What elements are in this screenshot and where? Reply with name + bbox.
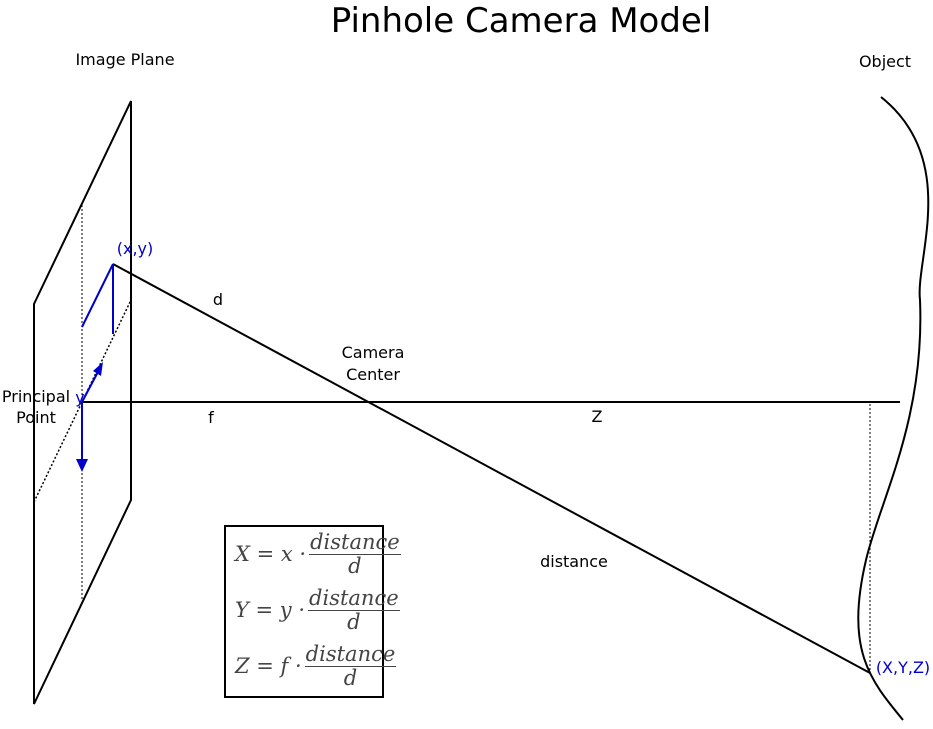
- formula-z-numerator: distance: [304, 642, 397, 667]
- principal-point-label-line1: Principal: [2, 387, 70, 406]
- image-plane: [33, 100, 132, 705]
- image-point-label: (x,y): [117, 239, 154, 258]
- formula-x-denominator: d: [348, 554, 362, 578]
- world-point-label: (X,Y,Z): [876, 658, 930, 677]
- diagram-title: Pinhole Camera Model: [331, 1, 712, 41]
- formula-y-lhs: Y = y ·: [235, 598, 306, 622]
- image-point-diagonal: [81, 263, 114, 328]
- formula-x-fraction: distance d: [309, 531, 401, 577]
- formula-box: X = x · distance d Y = y · distance d Z …: [224, 525, 401, 698]
- y-axis-arrowhead: [76, 459, 88, 472]
- image-plane-label: Image Plane: [75, 50, 174, 69]
- object-label: Object: [859, 52, 911, 71]
- formula-z-fraction: distance d: [304, 642, 397, 690]
- formula-x-numerator: distance: [309, 530, 401, 555]
- distance-label: distance: [540, 552, 608, 571]
- formula-x-lhs: X = x ·: [235, 542, 307, 566]
- z-label: Z: [592, 407, 603, 426]
- y-axis-label: y: [75, 388, 84, 407]
- camera-center-label-line2: Center: [346, 365, 400, 384]
- formula-y-fraction: distance d: [308, 587, 400, 633]
- formula-z-lhs: Z = f ·: [235, 654, 302, 678]
- object-outline: [857, 96, 930, 721]
- x-axis-arrow: [81, 369, 100, 403]
- formula-y: Y = y · distance d: [235, 587, 400, 633]
- formula-y-numerator: distance: [308, 586, 400, 611]
- f-label: f: [208, 408, 214, 427]
- x-axis-arrowhead: [93, 362, 103, 376]
- projection-ray: [112, 263, 871, 674]
- formula-x: X = x · distance d: [235, 531, 401, 577]
- formula-z-denominator: d: [343, 666, 358, 690]
- camera-center-label-line1: Camera: [342, 343, 405, 362]
- formula-z: Z = f · distance d: [235, 642, 397, 690]
- formula-y-denominator: d: [347, 610, 361, 634]
- d-label: d: [213, 290, 223, 309]
- principal-point-label-line2: Point: [16, 408, 56, 427]
